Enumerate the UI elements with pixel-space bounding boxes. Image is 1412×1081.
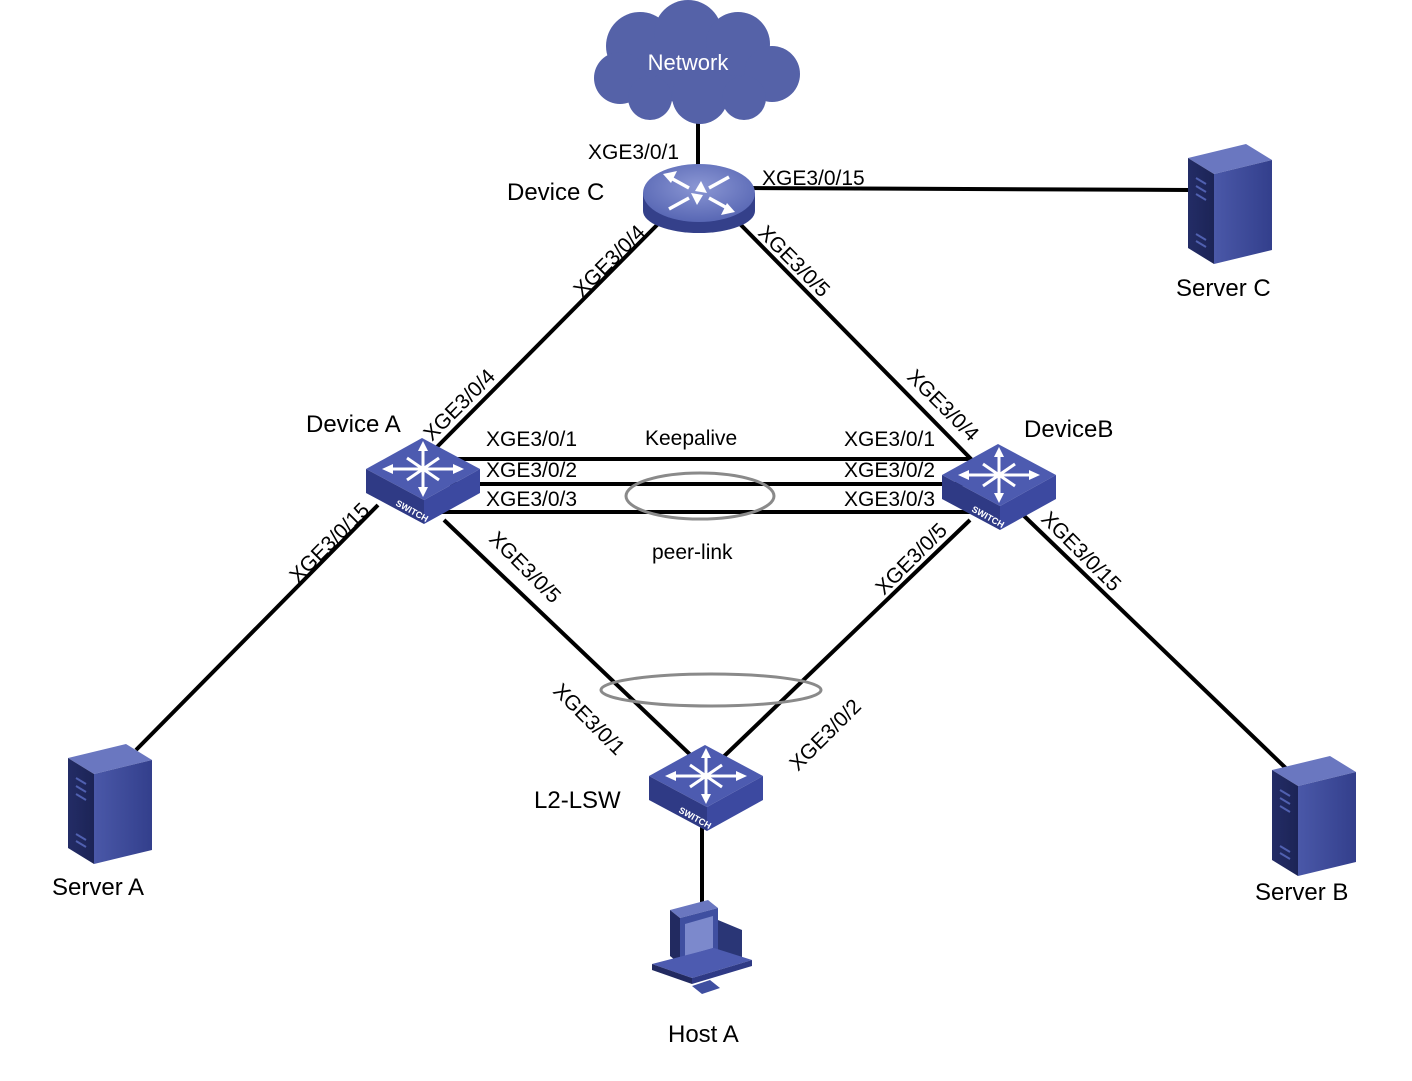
port-label: XGE3/0/1 xyxy=(548,679,629,760)
port-label: XGE3/0/1 xyxy=(844,428,935,451)
server-c-label: Server C xyxy=(1176,275,1271,302)
router-icon xyxy=(643,164,755,233)
link-device-c-server-c xyxy=(747,186,1191,192)
link-device-a-server-a xyxy=(134,503,380,752)
switch-icon: SWITCH xyxy=(647,743,765,833)
port-label: XGE3/0/3 xyxy=(844,488,935,511)
cloud-icon xyxy=(594,0,800,124)
host-a-label: Host A xyxy=(668,1021,739,1048)
link-device-b-l2-lsw xyxy=(714,518,972,766)
pc-icon xyxy=(652,900,752,994)
switch-icon: SWITCH xyxy=(940,442,1058,532)
port-label: XGE3/0/2 xyxy=(844,459,935,482)
link-device-a-l2-lsw xyxy=(442,518,702,766)
links xyxy=(134,120,1296,905)
port-label: XGE3/0/1 xyxy=(486,428,577,451)
server-a-label: Server A xyxy=(52,874,144,901)
server-icon xyxy=(1187,143,1273,265)
keepalive-label: Keepalive xyxy=(645,427,737,450)
port-label: XGE3/0/2 xyxy=(785,695,866,776)
port-label: XGE3/0/15 xyxy=(762,167,865,190)
downlink-aggregation-ring xyxy=(599,672,823,708)
l2-lsw-label: L2-LSW xyxy=(534,787,621,814)
port-label: XGE3/0/5 xyxy=(871,519,952,600)
port-label: XGE3/0/2 xyxy=(486,459,577,482)
server-icon xyxy=(1271,755,1357,877)
port-label: XGE3/0/15 xyxy=(1036,507,1125,596)
peer-link-aggregation-ring xyxy=(624,471,776,521)
port-label: XGE3/0/5 xyxy=(753,221,834,302)
link-device-b-server-b xyxy=(1018,510,1296,778)
port-label: XGE3/0/1 xyxy=(588,141,679,164)
device-c-label: Device C xyxy=(507,179,604,206)
link-device-c-device-a xyxy=(430,220,662,454)
device-a-label: Device A xyxy=(306,411,401,438)
server-icon xyxy=(67,743,153,865)
port-label: XGE3/0/15 xyxy=(285,499,374,588)
device-b-label: DeviceB xyxy=(1024,416,1113,443)
port-label: XGE3/0/3 xyxy=(486,488,577,511)
port-label: XGE3/0/4 xyxy=(569,221,650,302)
peer-link-label: peer-link xyxy=(652,541,733,564)
server-b-label: Server B xyxy=(1255,879,1348,906)
network-label: Network xyxy=(648,50,730,75)
link-device-c-device-b xyxy=(738,222,974,462)
